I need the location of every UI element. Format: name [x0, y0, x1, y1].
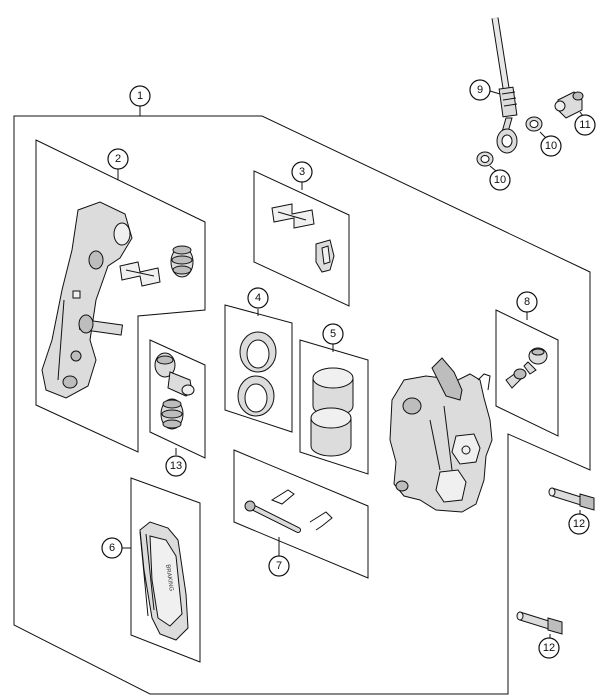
callout-2: 2 — [107, 148, 129, 170]
callout-10-lower: 10 — [489, 169, 511, 191]
leader-10-upper — [539, 131, 547, 139]
callout-6-label: 6 — [109, 542, 115, 554]
carrier-guide-pin — [78, 314, 124, 336]
assembly-outline — [13, 115, 591, 695]
piston-panel — [299, 339, 369, 475]
callout-1: 1 — [129, 85, 151, 107]
brake-pad-set: BRAKING — [139, 521, 189, 641]
pad-retaining-spring — [271, 203, 315, 229]
callout-5: 5 — [322, 323, 344, 345]
pad-spring-panel — [253, 170, 350, 307]
callout-4-label: 4 — [255, 292, 261, 304]
callout-12-upper-label: 12 — [573, 518, 585, 530]
callout-5-label: 5 — [330, 328, 336, 340]
sealing-washer-upper — [525, 116, 543, 132]
callout-11-label: 11 — [579, 119, 590, 131]
pad-pin — [244, 500, 301, 533]
bleeder-cap — [523, 347, 548, 375]
banjo-bolt — [554, 91, 584, 119]
callout-3: 3 — [291, 161, 313, 183]
callout-8: 8 — [516, 291, 538, 313]
callout-7: 7 — [268, 555, 290, 577]
mounting-screw-upper — [548, 487, 595, 511]
caliper-housing — [389, 357, 493, 513]
pad-clip — [315, 239, 335, 273]
callout-10-lower-label: 10 — [494, 174, 506, 186]
callout-8-label: 8 — [524, 296, 530, 308]
slide-pin-dust-cap — [160, 398, 184, 430]
callout-13: 13 — [165, 455, 187, 477]
piston-seal-panel — [224, 304, 293, 433]
caliper-carrier-bracket — [41, 201, 133, 399]
leader-9 — [489, 90, 501, 95]
pin-clip-lower — [309, 511, 333, 531]
piston-upper — [312, 367, 354, 417]
leader-10-lower — [489, 165, 497, 172]
callout-12-lower-label: 12 — [543, 642, 555, 654]
brake-pad-marking: BRAKING — [164, 564, 174, 592]
piston-seal-lower — [237, 375, 275, 417]
callout-7-label: 7 — [276, 560, 282, 572]
callout-6: 6 — [101, 537, 123, 559]
carrier-dust-boot — [170, 245, 194, 278]
slide-pin-boot — [154, 352, 195, 397]
callout-2-label: 2 — [115, 153, 121, 165]
callout-12-lower: 12 — [538, 637, 560, 659]
callout-13-label: 13 — [170, 460, 182, 472]
pad-pin-panel — [233, 449, 369, 579]
callout-12-upper: 12 — [568, 513, 590, 535]
callout-11: 11 — [574, 114, 596, 136]
carrier-panel — [35, 139, 206, 453]
callout-9-label: 9 — [477, 84, 483, 96]
callout-10-upper-label: 10 — [545, 140, 557, 152]
callout-4: 4 — [247, 287, 269, 309]
mounting-screw-lower — [516, 611, 563, 635]
callout-3-label: 3 — [299, 166, 305, 178]
brake-pad-panel — [130, 477, 201, 663]
brake-hose — [491, 17, 518, 154]
bleeder-panel — [495, 309, 559, 437]
sealing-washer-lower — [476, 151, 494, 167]
callout-10-upper: 10 — [540, 135, 562, 157]
piston-seal-upper — [239, 331, 277, 373]
bleeder-valve — [505, 368, 527, 389]
slide-pin-panel — [149, 339, 206, 459]
callout-1-label: 1 — [137, 90, 143, 102]
callout-9: 9 — [469, 79, 491, 101]
carrier-pad-spring — [119, 261, 161, 287]
pin-clip-upper — [270, 489, 295, 505]
piston-lower — [310, 407, 352, 457]
